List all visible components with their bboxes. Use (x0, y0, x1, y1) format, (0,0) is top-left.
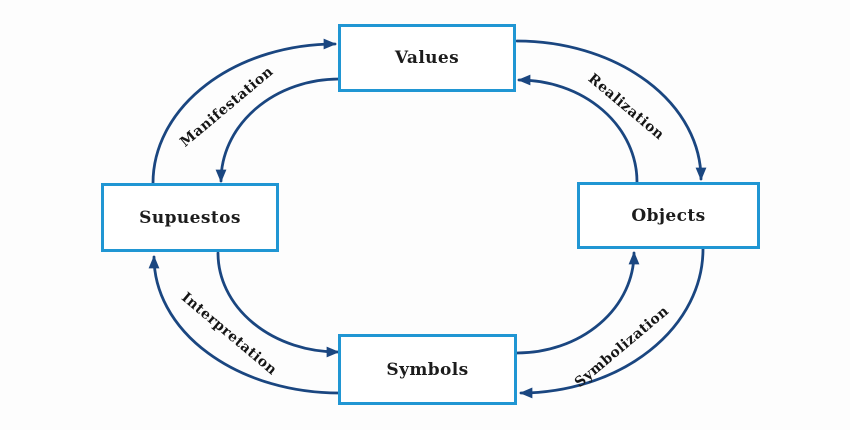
node-symbols-label: Symbols (386, 359, 469, 380)
node-supuestos: Supuestos (101, 183, 279, 252)
node-values: Values (338, 24, 516, 92)
node-symbols: Symbols (338, 334, 517, 405)
arrow-supuestos-to-values (151, 38, 337, 185)
arrow-objects-to-values (517, 74, 639, 184)
arrow-supuestos-to-symbols (216, 251, 340, 358)
arrow-values-to-objects (515, 39, 707, 181)
node-values-label: Values (394, 48, 460, 68)
node-objects: Objects (577, 182, 760, 249)
arrow-objects-to-symbols (519, 247, 705, 399)
arrow-values-to-supuestos (215, 77, 341, 183)
arrow-symbols-to-objects (515, 251, 640, 355)
arrow-symbols-to-supuestos (148, 255, 341, 395)
node-objects-label: Objects (631, 205, 706, 226)
node-supuestos-label: Supuestos (139, 207, 241, 228)
